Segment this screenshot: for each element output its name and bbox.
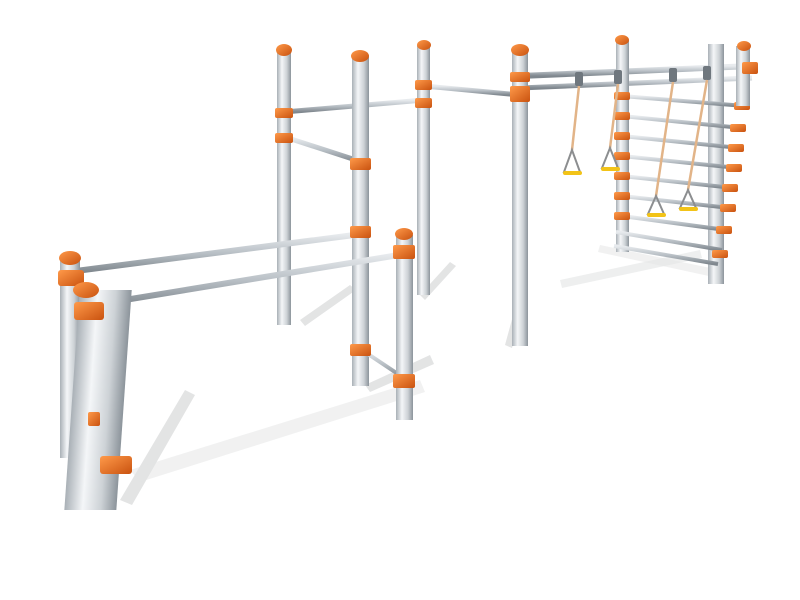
parallel-bar-lower bbox=[87, 251, 406, 309]
ladder-orange-clamps bbox=[614, 92, 750, 258]
post-caps bbox=[59, 40, 529, 298]
ladder-cap-left bbox=[615, 35, 629, 45]
center-tall-post-group bbox=[352, 56, 369, 386]
ring-grips bbox=[563, 167, 698, 217]
ladder-rungs bbox=[613, 94, 746, 266]
ladder-post-right-front bbox=[736, 46, 750, 106]
post-rear-left bbox=[277, 50, 291, 325]
post-rear-right bbox=[512, 50, 528, 346]
gymnastic-rings bbox=[562, 66, 711, 217]
ring-hangers bbox=[575, 66, 711, 86]
angled-brace-bar bbox=[287, 135, 363, 165]
orange-clamps bbox=[58, 62, 758, 474]
parallel-bar-upper bbox=[67, 231, 363, 275]
ladder-wall bbox=[613, 35, 751, 284]
post-front-right bbox=[396, 235, 413, 420]
ring-straps bbox=[570, 79, 709, 197]
post-center-tall bbox=[352, 56, 369, 386]
top-rail-bar bbox=[423, 83, 521, 98]
ladder-cap-right bbox=[737, 41, 751, 51]
post-front-left bbox=[64, 290, 132, 510]
